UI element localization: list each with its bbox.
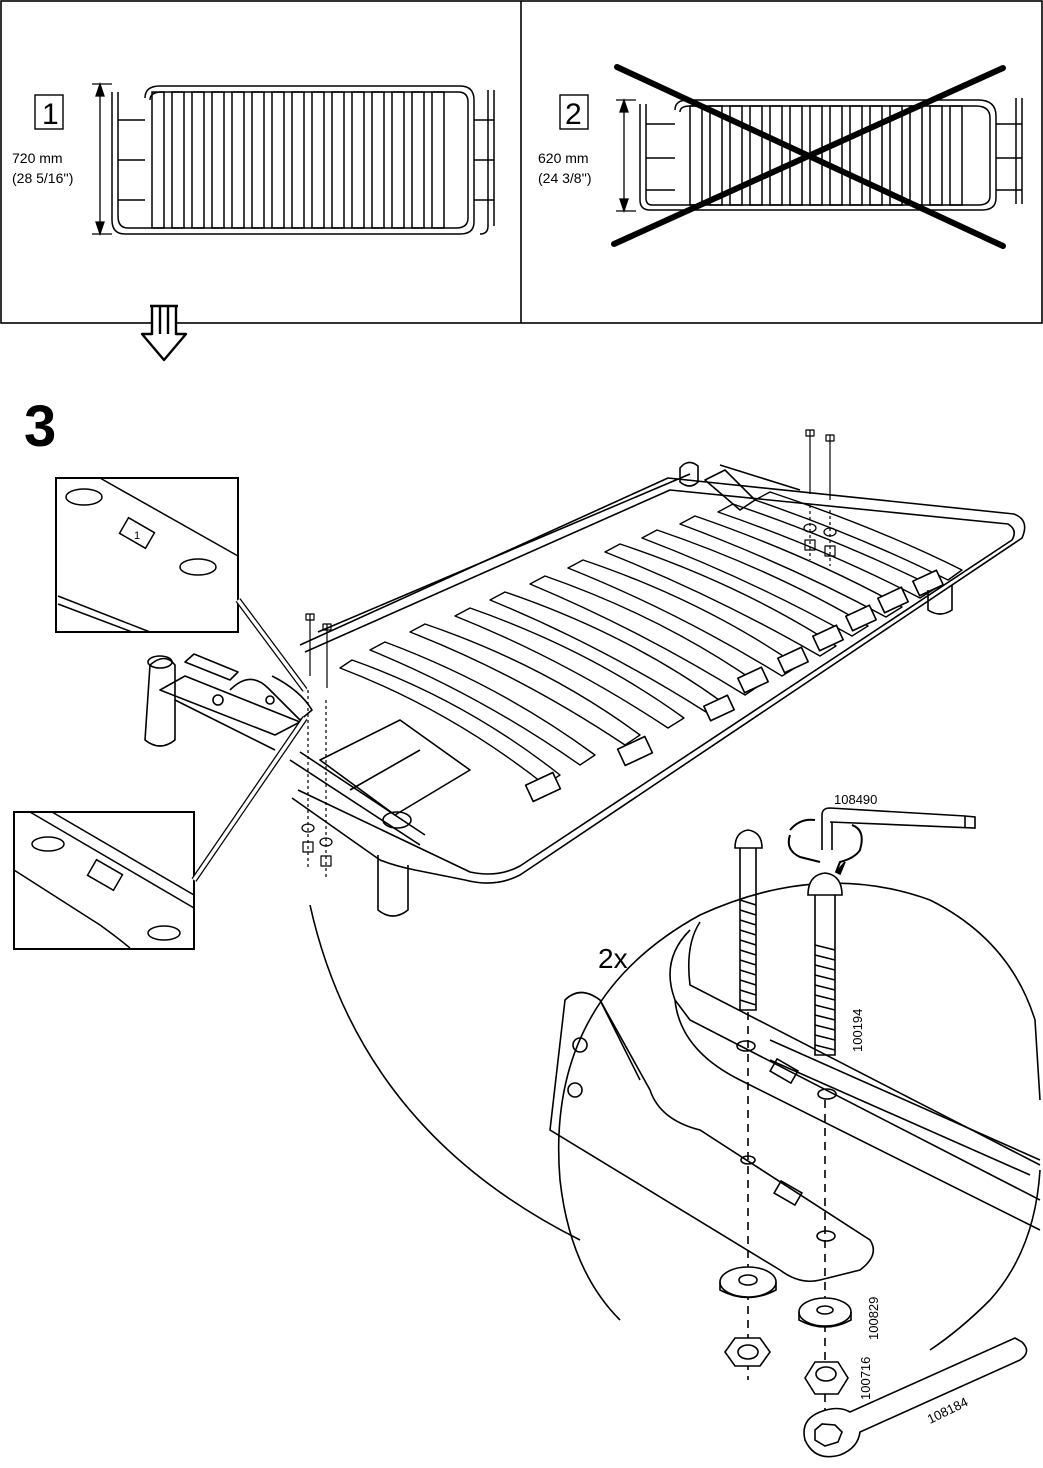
panel-1-slat-frame xyxy=(111,85,495,235)
panel-1-dimension-line xyxy=(92,81,112,237)
panel-1: 1 720 mm (28 5/16'') xyxy=(12,81,495,237)
part-label-washer: 100829 xyxy=(866,1297,881,1340)
panel-2-measure-mm: 620 mm xyxy=(538,150,589,166)
panel-2-measure-in: (24 3/8'') xyxy=(538,170,592,186)
panel-1-number: 1 xyxy=(42,98,59,131)
detail-view xyxy=(309,807,1041,1458)
panel-2-number-box xyxy=(559,94,589,130)
panel-2: 2 620 mm (24 3/8'') xyxy=(538,64,1023,249)
panel-2-slat-frame xyxy=(639,98,1023,211)
quantity-label: 2x xyxy=(598,943,628,974)
panel-2-number: 2 xyxy=(565,98,582,131)
down-arrow-icon xyxy=(140,304,188,362)
panel-2-dimension-line xyxy=(616,97,636,214)
panel-1-measure-mm: 720 mm xyxy=(12,150,63,166)
part-label-hex-key: 108490 xyxy=(834,792,877,807)
part-label-nut: 100716 xyxy=(858,1357,873,1400)
panel-2-cross-out-icon xyxy=(611,64,1006,249)
panel-1-measure-in: (28 5/16'') xyxy=(12,170,73,186)
step-number: 3 xyxy=(24,394,56,459)
inset-bottom xyxy=(13,716,308,950)
inset-top xyxy=(55,477,308,692)
part-label-bolt: 100194 xyxy=(850,1009,865,1052)
top-panels xyxy=(0,0,1043,324)
inset-marker-label-top: 1 xyxy=(134,530,140,542)
panel-1-number-box xyxy=(34,94,64,130)
bed-frame xyxy=(144,429,1026,917)
